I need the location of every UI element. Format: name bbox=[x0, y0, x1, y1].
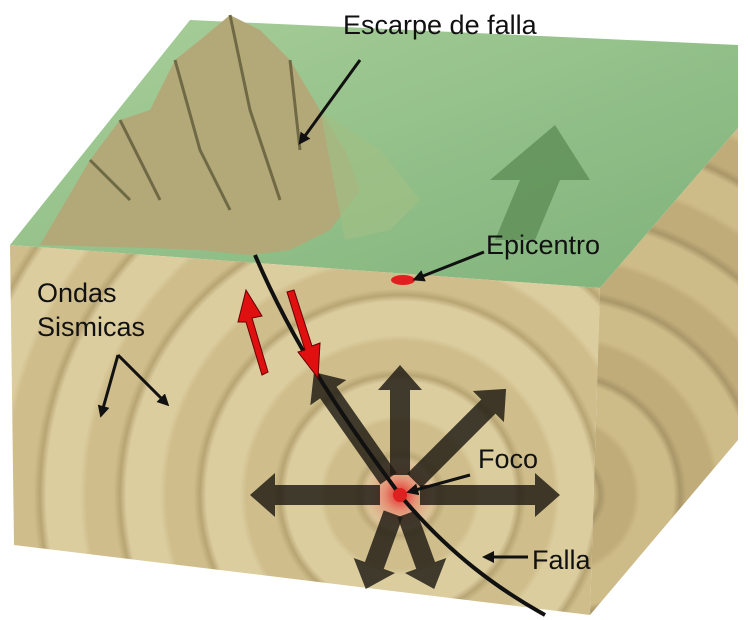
surface-motion-arrow bbox=[490, 125, 590, 240]
fault-label: Falla bbox=[532, 545, 591, 575]
epicenter-label: Epicentro bbox=[486, 230, 601, 260]
wave-arrow bbox=[250, 473, 380, 517]
focus-label: Foco bbox=[478, 444, 539, 474]
wave-arrow bbox=[420, 473, 560, 517]
fault-scarp-label: Escarpe de falla bbox=[343, 10, 537, 40]
wave-arrow bbox=[353, 510, 403, 589]
label-pointers bbox=[97, 59, 528, 563]
seismic-waves-label-1: Ondas bbox=[37, 278, 117, 308]
wave-arrow bbox=[397, 510, 447, 589]
seismic-wave-rings bbox=[10, 245, 600, 615]
slip-arrow-down bbox=[286, 289, 321, 380]
side-face bbox=[590, 128, 738, 615]
wave-arrow bbox=[378, 365, 422, 475]
focus-marker bbox=[393, 488, 407, 502]
seismic-waves-label-2: Sismicas bbox=[37, 312, 146, 342]
mountains bbox=[40, 14, 420, 255]
wave-arrow bbox=[407, 388, 507, 488]
epicenter-marker bbox=[391, 275, 415, 285]
slip-arrow-up bbox=[237, 288, 269, 376]
